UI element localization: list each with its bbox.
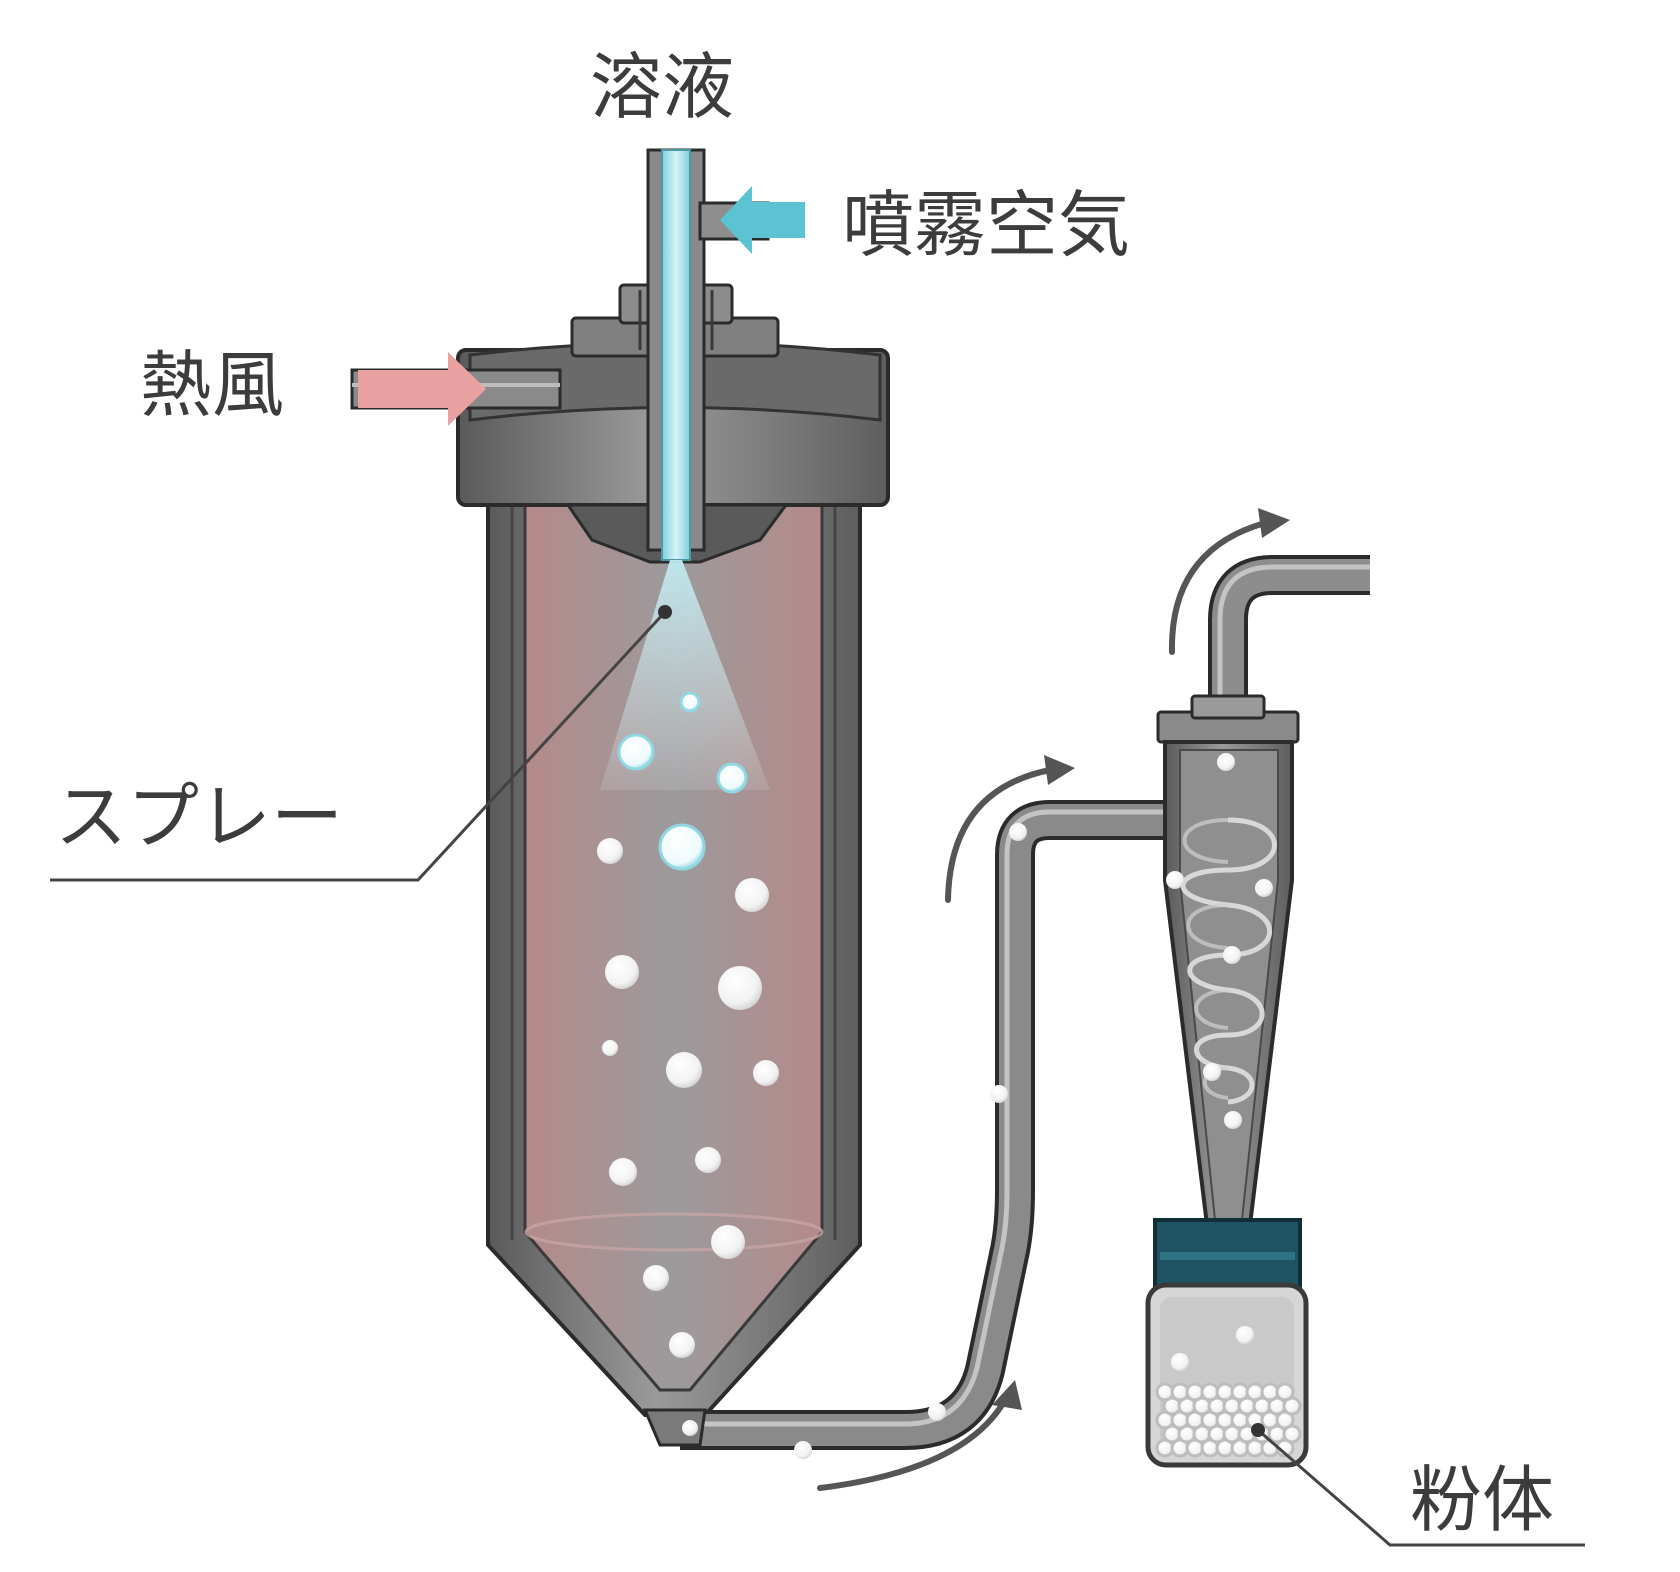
flow-arrow-icon <box>1168 520 1268 655</box>
spray-leader-dot <box>658 605 672 619</box>
drying-chamber <box>486 468 862 1417</box>
solution-feed-tube <box>646 148 770 561</box>
exhaust-pipe-highlight <box>1217 564 1370 720</box>
label-spray: スプレー <box>55 775 343 859</box>
powder-particle-icon <box>794 1441 812 1459</box>
powder-particle-icon <box>695 1147 721 1173</box>
cyclone-separator <box>1145 555 1370 1468</box>
flow-arrow-icon <box>945 767 1053 903</box>
label-spray-air: 噴霧空気 <box>842 183 1130 267</box>
label-powder: 粉体 <box>1410 1458 1554 1542</box>
powder-particle-icon <box>1009 823 1027 841</box>
solution-tube-liquid <box>661 149 691 561</box>
droplet-particle-icon <box>658 823 706 871</box>
spray-leader-line <box>50 610 667 882</box>
powder-particle-icon <box>609 1158 637 1186</box>
label-solution: 溶液 <box>590 45 734 129</box>
powder-particle-icon <box>682 1420 698 1436</box>
particles <box>597 691 1302 1459</box>
powder-particle-icon <box>718 966 762 1010</box>
powder-particle-icon <box>753 1060 779 1086</box>
cyclone-swirl-back <box>1182 818 1229 1100</box>
powder-particle-icon <box>1203 1063 1221 1081</box>
droplet-particle-icon <box>716 762 748 794</box>
flow-arrowheads <box>992 508 1290 1410</box>
powder-particle-icon <box>605 955 639 989</box>
flow-arrow-icon <box>817 1397 1008 1491</box>
powder-particle-icon <box>1236 1326 1254 1344</box>
powder-particle-icon <box>711 1225 745 1259</box>
powder-particle-icon <box>1166 871 1184 889</box>
flow-arrowhead-icon <box>1044 755 1075 785</box>
powder-particle-icon <box>928 1403 946 1421</box>
cone-rim <box>524 1212 824 1252</box>
label-hot-air: 熱風 <box>140 343 284 427</box>
collar-highlight <box>1160 1252 1295 1260</box>
powder-leader-line <box>1257 1428 1585 1547</box>
flow-arrowhead-icon <box>992 1380 1022 1410</box>
powder-particle-icon <box>1224 1111 1242 1129</box>
powder-leader-dot <box>1251 1423 1265 1437</box>
powder-particle-icon <box>597 838 623 864</box>
spray-cone <box>600 560 770 790</box>
powder-particle-icon <box>990 1085 1008 1103</box>
powder-particle-icon <box>1171 1353 1189 1371</box>
collected-powder-particle-icon <box>1275 1382 1295 1402</box>
powder-particle-icon <box>1217 753 1235 771</box>
powder-particle-icon <box>602 1040 618 1056</box>
cone-outlet <box>642 1408 707 1447</box>
powder-particle-icon <box>643 1265 669 1291</box>
droplet-particle-icon <box>679 691 701 713</box>
hot-air-arrow-icon <box>358 352 486 426</box>
powder-particle-icon <box>669 1332 695 1358</box>
spray-air-arrow-icon <box>720 186 805 254</box>
flow-arrowhead-icon <box>1258 508 1290 538</box>
droplet-particle-icon <box>617 733 655 771</box>
powder-particle-icon <box>1223 946 1241 964</box>
powder-particle-icon <box>735 878 769 912</box>
cyclone-swirl <box>1180 817 1277 1105</box>
exhaust-pipe-inner <box>1212 559 1370 720</box>
cyclone-cap-collar <box>1190 694 1266 720</box>
leader-lines <box>50 610 1585 1547</box>
powder-particle-icon <box>1255 879 1273 897</box>
flow-arrows <box>817 520 1268 1491</box>
powder-particle-icon <box>666 1052 702 1088</box>
